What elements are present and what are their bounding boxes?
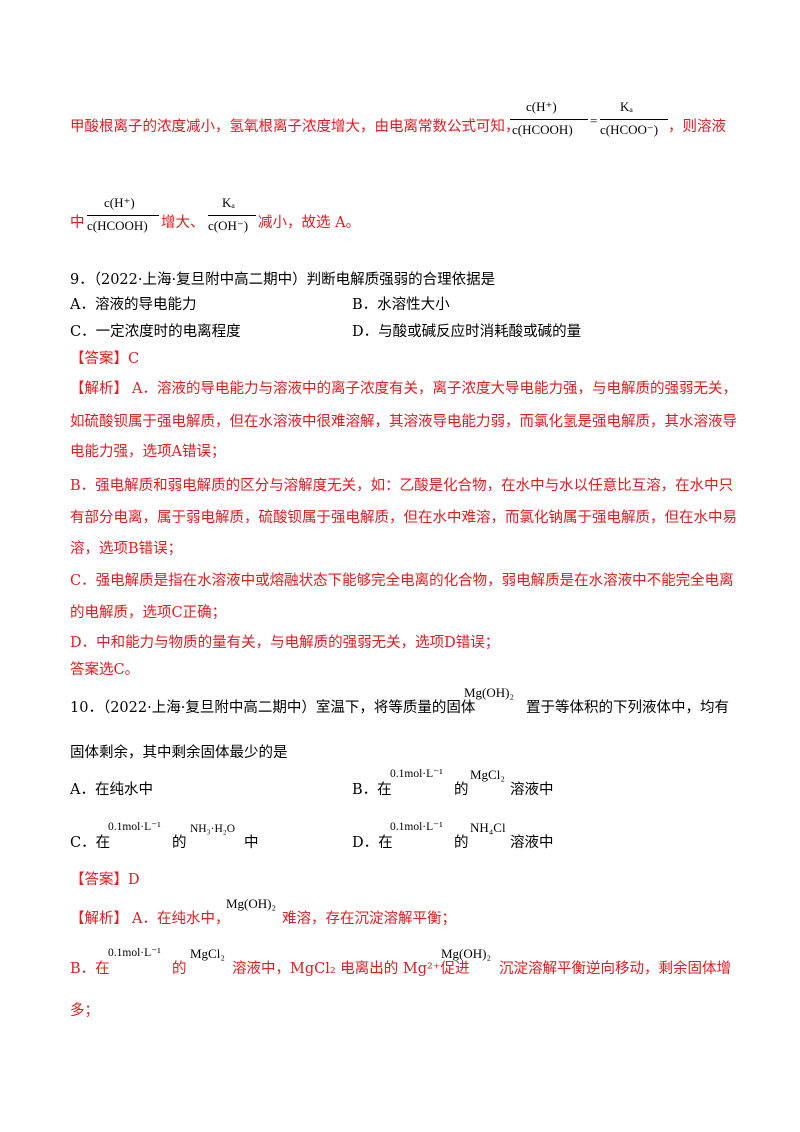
q10-analysis-a-post: 难溶，存在沉淀溶解平衡；: [282, 911, 456, 927]
concentration: 0.1mol·L⁻¹: [108, 821, 161, 833]
formula-mgoh2: Mg(OH)₂: [226, 896, 277, 911]
option-prefix: D．在: [352, 835, 393, 851]
q9-analysis-line: A．溶液的导电能力与溶液中的离子浓度有关，离子浓度大导电能力强，与电解质的强弱无…: [132, 381, 737, 397]
formula-mgcl2: MgCl₂: [190, 946, 225, 961]
fraction-numerator: Kₐ: [620, 99, 633, 114]
q10-stem-part1: 10．（2022·上海·复旦附中高二期中）室温下，将等质量的固体: [70, 700, 476, 716]
option-suffix: 溶液中: [510, 782, 554, 798]
q9-analysis-line: C．强电解质是指在水溶液中或熔融状态下能够完全电离的化合物，弱电解质是在水溶液中…: [70, 573, 734, 589]
concentration: 0.1mol·L⁻¹: [390, 821, 443, 833]
q9-option-c: C．一定浓度时的电离程度: [70, 324, 241, 340]
fraction-numerator: c(H⁺): [526, 99, 557, 114]
formula-mgoh2: Mg(OH)₂: [441, 946, 492, 961]
q9-option-b: B．水溶性大小: [352, 297, 450, 313]
q9-analysis-line: 有部分电离，属于弱电解质，硫酸钡属于强电解质，但在水中难溶，而氯化钠属于强电解质…: [70, 510, 737, 526]
explanation-line-1: 甲酸根离子的浓度减小，氢氧根离子浓度增大，由电离常数公式可知，: [70, 119, 520, 135]
option-prefix: C．在: [70, 835, 111, 851]
q9-analysis-line: 答案选C。: [70, 662, 140, 678]
q10-analysis-b-mid: 溶液中，MgCl₂ 电离出的 Mg²⁺促进: [232, 961, 470, 977]
q10-option-a: A．在纯水中: [70, 782, 153, 798]
explanation-line-1-tail: ，则溶液: [668, 119, 726, 135]
q9-answer: 【答案】C: [70, 351, 140, 367]
fraction-numerator: Kₐ: [222, 195, 235, 210]
fraction-numerator: c(H⁺): [104, 195, 135, 210]
q9-analysis-line: D．中和能力与物质的量有关，与电解质的强弱无关，选项D错误；: [70, 635, 500, 651]
fraction-bar: [208, 215, 256, 216]
q9-option-a: A．溶液的导电能力: [70, 297, 197, 313]
fraction-denominator: c(HCOO⁻): [600, 122, 659, 137]
formula-mgcl2: MgCl₂: [470, 767, 505, 782]
option-suffix: 中: [244, 835, 259, 851]
fraction-bar: [600, 119, 668, 120]
equals-sign: =: [590, 113, 598, 128]
explanation-line-2-lead: 中: [70, 215, 85, 231]
explanation-line-2-tail: 减小，故选 A。: [258, 215, 361, 231]
option-suffix: 溶液中: [510, 835, 554, 851]
option-de: 的: [172, 835, 187, 851]
q10-analysis-tag: 【解析】: [70, 911, 128, 927]
q10-answer: 【答案】D: [70, 872, 140, 888]
option-prefix: B．在: [352, 782, 392, 798]
fraction-denominator: c(HCOOH): [87, 218, 148, 233]
q9-analysis-line: 的电解质，选项C正确；: [70, 605, 227, 621]
option-de: 的: [454, 835, 469, 851]
q9-analysis-line: 电能力强，选项A错误；: [70, 444, 226, 460]
fraction-denominator: c(OH⁻): [208, 218, 249, 233]
concentration: 0.1mol·L⁻¹: [108, 947, 161, 959]
formula-mgoh2: Mg(OH)₂: [464, 685, 515, 700]
formula-nh4cl: NH₄Cl: [470, 820, 506, 835]
fraction-bar: [87, 215, 159, 216]
q9-analysis-tag: 【解析】: [70, 381, 128, 397]
explanation-line-2-mid: 增大、: [161, 215, 205, 231]
q9-analysis-line: B．强电解质和弱电解质的区分与溶解度无关，如：乙酸是化合物，在水中与水以任意比互…: [70, 478, 734, 494]
q9-stem: 9．（2022·上海·复旦附中高二期中）判断电解质强弱的合理依据是: [70, 272, 496, 288]
q10-analysis-b-line2: 多；: [70, 1003, 99, 1019]
option-de: 的: [454, 782, 469, 798]
concentration: 0.1mol·L⁻¹: [390, 768, 443, 780]
q9-option-d: D．与酸或碱反应时消耗酸或碱的量: [352, 324, 582, 340]
q10-stem-part2: 置于等体积的下列液体中，均有: [526, 700, 729, 716]
q10-stem-line2: 固体剩余，其中剩余固体最少的是: [70, 745, 288, 761]
fraction-denominator: c(HCOOH): [512, 122, 573, 137]
q10-analysis-a-pre: A．在纯水中，: [132, 911, 230, 927]
formula-nh3h2o: NH₃·H₂O: [190, 823, 236, 835]
fraction-bar: [510, 119, 588, 120]
q10-analysis-b-pre: B．在: [70, 961, 110, 977]
q10-analysis-b-de: 的: [172, 961, 187, 977]
q9-analysis-line: 如硫酸钡属于强电解质，但在水溶液中很难溶解，其溶液导电能力弱，而氯化氢是强电解质…: [70, 414, 737, 430]
q9-analysis-line: 溶，选项B错误；: [70, 541, 183, 557]
q10-analysis-b-post: 沉淀溶解平衡逆向移动，剩余固体增: [499, 961, 731, 977]
